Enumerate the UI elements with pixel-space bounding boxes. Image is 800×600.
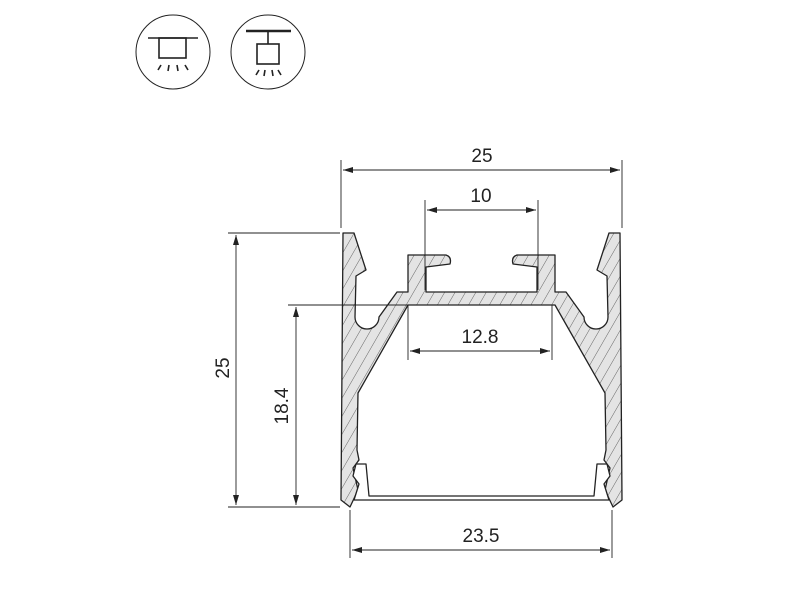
diffuser-width-label: 23.5 xyxy=(463,526,500,547)
aluminium-profile xyxy=(340,232,623,508)
inner-height-label: 18.4 xyxy=(272,387,293,424)
suspended-light-icon xyxy=(230,14,306,90)
slot-width-label: 10 xyxy=(470,186,491,207)
diffuser xyxy=(352,463,611,501)
overall-width-label: 25 xyxy=(471,146,492,167)
inner-top-width-label: 12.8 xyxy=(462,327,499,348)
surface-mount-light-icon xyxy=(135,14,211,90)
overall-height-label: 25 xyxy=(213,357,234,378)
